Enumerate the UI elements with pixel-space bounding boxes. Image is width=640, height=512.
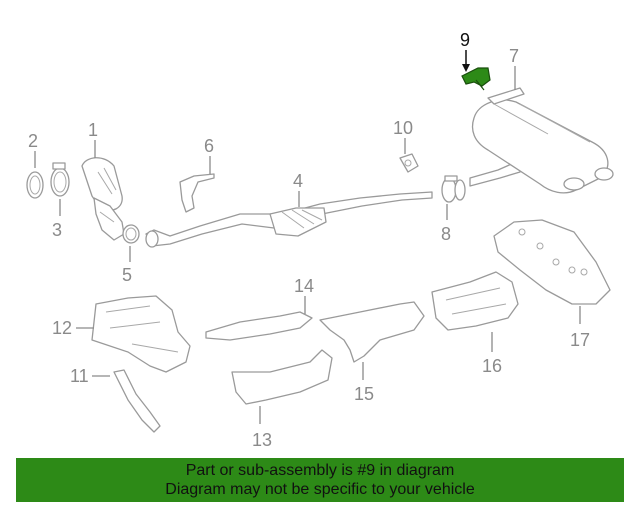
part-14-heat-shield[interactable] xyxy=(205,311,313,341)
part-8-clamp[interactable] xyxy=(441,175,466,203)
part-3-clamp[interactable] xyxy=(50,162,70,197)
part-9-hanger-bracket[interactable] xyxy=(461,67,491,91)
callout-10: 10 xyxy=(393,118,413,138)
callout-5: 5 xyxy=(122,265,132,285)
part-1-catalytic-converter[interactable] xyxy=(81,157,125,241)
callout-4: 4 xyxy=(293,171,303,191)
part-17-heat-shield[interactable] xyxy=(493,219,611,305)
part-12-heat-shield[interactable] xyxy=(91,295,191,373)
banner-line-1: Part or sub-assembly is #9 in diagram xyxy=(185,462,455,479)
callout-15: 15 xyxy=(354,384,374,404)
callout-12: 12 xyxy=(52,318,72,338)
callout-16: 16 xyxy=(482,356,502,376)
callout-9: 9 xyxy=(460,30,470,50)
part-6-bracket[interactable] xyxy=(179,173,215,213)
callout-6: 6 xyxy=(204,136,214,156)
part-10-hanger[interactable] xyxy=(399,153,419,173)
info-banner: Part or sub-assembly is #9 in diagram Di… xyxy=(16,458,624,502)
part-2-gasket[interactable] xyxy=(26,171,44,199)
arrow-9-icon xyxy=(462,64,470,72)
part-7-muffler[interactable] xyxy=(469,87,614,194)
callout-2: 2 xyxy=(28,131,38,151)
callout-1: 1 xyxy=(88,120,98,140)
callout-7: 7 xyxy=(509,46,519,66)
part-16-heat-shield[interactable] xyxy=(431,271,519,331)
part-4-intermediate-pipe[interactable] xyxy=(145,191,433,248)
banner-line-2: Diagram may not be specific to your vehi… xyxy=(165,481,475,498)
callout-8: 8 xyxy=(441,224,451,244)
part-13-heat-shield[interactable] xyxy=(231,349,333,405)
callout-3: 3 xyxy=(52,220,62,240)
part-5-clamp[interactable] xyxy=(122,224,140,244)
callout-13: 13 xyxy=(252,430,272,450)
part-11-shield-strip[interactable] xyxy=(113,369,161,433)
callout-11: 11 xyxy=(70,366,89,386)
callout-14: 14 xyxy=(294,276,314,296)
part-15-heat-shield[interactable] xyxy=(319,301,425,363)
callout-17: 17 xyxy=(570,330,590,350)
